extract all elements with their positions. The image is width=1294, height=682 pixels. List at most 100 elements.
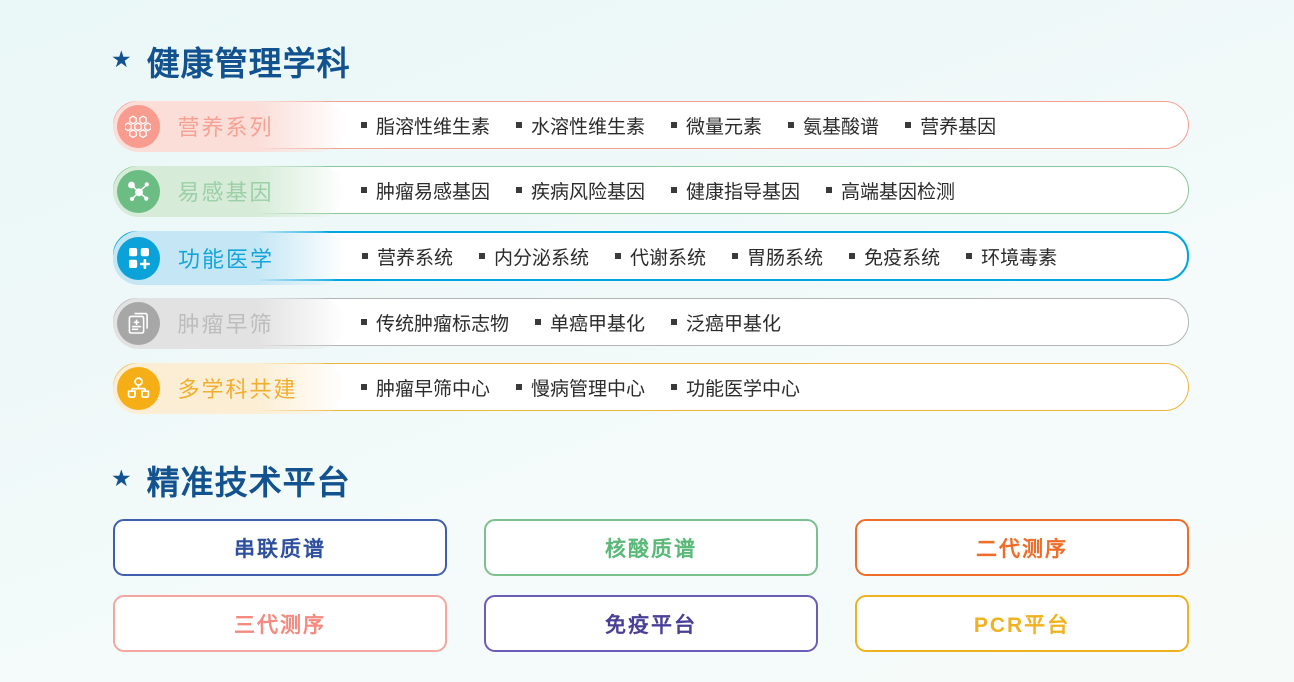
discipline-pill-label: 易感基因 — [177, 180, 274, 205]
platform-button[interactable]: 三代测序 — [113, 595, 447, 652]
square-bullet-icon — [361, 187, 367, 193]
square-bullet-icon — [535, 319, 542, 325]
square-bullet-icon — [361, 122, 367, 128]
discipline-row[interactable]: 易感基因 肿瘤易感基因 疾病风险基因 健康指导基因 高端基因检测 — [112, 165, 1189, 217]
discipline-row[interactable]: 营养系列 脂溶性维生素 水溶性维生素 微量元素 氨基酸谱 营养基因 — [112, 100, 1189, 152]
discipline-tag-label: 慢病管理中心 — [531, 378, 646, 400]
platform-button[interactable]: PCR平台 — [855, 595, 1189, 652]
discipline-pill[interactable]: 营养系列 — [112, 100, 345, 152]
discipline-tag[interactable]: 内分泌系统 — [479, 243, 589, 270]
org-chart-people-icon — [116, 366, 160, 410]
platform-button[interactable]: 免疫平台 — [484, 595, 818, 652]
discipline-tag[interactable]: 免疫系统 — [849, 243, 940, 270]
discipline-tag-label: 疾病风险基因 — [531, 181, 646, 203]
discipline-tag[interactable]: 慢病管理中心 — [516, 374, 645, 401]
platform-button[interactable]: 二代测序 — [855, 519, 1189, 576]
discipline-pill-label: 功能医学 — [178, 247, 275, 272]
square-bullet-icon — [516, 384, 523, 390]
discipline-tag[interactable]: 传统肿瘤标志物 — [361, 309, 509, 336]
discipline-tag-label: 高端基因检测 — [841, 181, 956, 203]
honeycomb-icon — [116, 104, 160, 148]
discipline-tag-label: 传统肿瘤标志物 — [376, 313, 510, 335]
square-bullet-icon — [615, 253, 622, 259]
discipline-tag[interactable]: 健康指导基因 — [671, 177, 800, 204]
discipline-tag-label: 免疫系统 — [864, 247, 941, 269]
discipline-tag-label: 肿瘤早筛中心 — [376, 378, 491, 400]
discipline-pill[interactable]: 肿瘤早筛 — [112, 297, 345, 349]
discipline-pill[interactable]: 多学科共建 — [112, 362, 345, 414]
discipline-tag[interactable]: 肿瘤早筛中心 — [361, 374, 490, 401]
discipline-tag-label: 泛癌甲基化 — [686, 313, 782, 335]
square-bullet-icon — [671, 319, 678, 325]
platform-button-label: 核酸质谱 — [605, 537, 697, 561]
discipline-tag-label: 单癌甲基化 — [550, 313, 646, 335]
discipline-tag-label: 代谢系统 — [630, 247, 707, 269]
discipline-tag[interactable]: 氨基酸谱 — [788, 112, 879, 139]
discipline-tag[interactable]: 功能医学中心 — [671, 374, 800, 401]
square-bullet-icon — [849, 253, 856, 259]
discipline-tag-list: 脂溶性维生素 水溶性维生素 微量元素 氨基酸谱 营养基因 — [361, 112, 996, 139]
discipline-row[interactable]: 多学科共建 肿瘤早筛中心 慢病管理中心 功能医学中心 — [112, 362, 1189, 414]
square-bullet-icon — [671, 187, 678, 193]
square-bullet-icon — [826, 187, 833, 193]
report-document-icon — [116, 301, 160, 345]
discipline-tag[interactable]: 水溶性维生素 — [516, 112, 645, 139]
platform-button-label: PCR平台 — [973, 613, 1071, 637]
discipline-tag-label: 水溶性维生素 — [531, 116, 646, 138]
square-bullet-icon — [479, 253, 486, 259]
discipline-tag[interactable]: 肿瘤易感基因 — [361, 177, 490, 204]
discipline-tag-label: 胃肠系统 — [747, 247, 824, 269]
square-bullet-icon — [966, 253, 973, 259]
discipline-tag-label: 脂溶性维生素 — [376, 116, 491, 138]
discipline-tag-label: 肿瘤易感基因 — [376, 181, 491, 203]
square-bullet-icon — [788, 122, 795, 128]
discipline-tag[interactable]: 泛癌甲基化 — [671, 309, 781, 336]
platform-button-grid: 串联质谱 核酸质谱 二代测序三代测序 免疫平台 PCR平台 — [113, 519, 1189, 652]
square-bullet-icon — [516, 187, 523, 193]
platform-button-label: 串联质谱 — [234, 537, 326, 561]
discipline-tag-label: 氨基酸谱 — [803, 116, 880, 138]
platform-button-label: 免疫平台 — [605, 613, 697, 637]
grid-plus-icon — [117, 236, 160, 280]
discipline-pill-label: 营养系列 — [177, 115, 274, 140]
platform-button[interactable]: 串联质谱 — [113, 519, 447, 576]
discipline-pill[interactable]: 易感基因 — [112, 165, 345, 217]
square-bullet-icon — [671, 384, 678, 390]
discipline-tag[interactable]: 营养基因 — [905, 112, 996, 139]
discipline-tag[interactable]: 疾病风险基因 — [516, 177, 645, 204]
discipline-tag-label: 功能医学中心 — [686, 378, 801, 400]
discipline-tag[interactable]: 胃肠系统 — [732, 243, 823, 270]
discipline-tag-label: 营养基因 — [920, 116, 997, 138]
discipline-tag[interactable]: 营养系统 — [362, 243, 453, 270]
discipline-tag[interactable]: 高端基因检测 — [826, 177, 955, 204]
discipline-pill-label: 多学科共建 — [177, 377, 298, 402]
discipline-tag[interactable]: 微量元素 — [671, 112, 762, 139]
square-bullet-icon — [905, 122, 912, 128]
square-bullet-icon — [362, 253, 368, 259]
page-title-discipline: ★ 健康管理学科 — [111, 37, 351, 85]
molecule-node-icon — [116, 169, 160, 213]
page-title-platform: ★ 精准技术平台 — [111, 456, 351, 504]
discipline-row-list: 营养系列 脂溶性维生素 水溶性维生素 微量元素 氨基酸谱 营养基因 易感基因 肿瘤易感基因 疾… — [112, 100, 1189, 428]
platform-button-label: 二代测序 — [976, 537, 1068, 561]
discipline-pill-label: 肿瘤早筛 — [177, 312, 274, 337]
discipline-tag-label: 健康指导基因 — [686, 181, 801, 203]
square-bullet-icon — [361, 319, 367, 325]
discipline-row[interactable]: 肿瘤早筛 传统肿瘤标志物 单癌甲基化 泛癌甲基化 — [112, 297, 1189, 349]
discipline-pill[interactable]: 功能医学 — [113, 231, 345, 285]
discipline-tag-list: 营养系统 内分泌系统 代谢系统 胃肠系统 免疫系统 环境毒素 — [362, 243, 1057, 270]
discipline-tag[interactable]: 代谢系统 — [615, 243, 706, 270]
discipline-row[interactable]: 功能医学 营养系统 内分泌系统 代谢系统 胃肠系统 免疫系统 环境毒素 — [113, 231, 1189, 285]
platform-button[interactable]: 核酸质谱 — [484, 519, 818, 576]
star-icon: ★ — [111, 464, 133, 491]
discipline-tag-label: 环境毒素 — [981, 247, 1058, 269]
discipline-tag[interactable]: 环境毒素 — [966, 243, 1057, 270]
section-heading-text: 健康管理学科 — [146, 45, 351, 82]
discipline-tag[interactable]: 脂溶性维生素 — [361, 112, 490, 139]
discipline-tag-label: 营养系统 — [377, 247, 454, 269]
discipline-tag-list: 肿瘤早筛中心 慢病管理中心 功能医学中心 — [361, 374, 800, 401]
discipline-tag[interactable]: 单癌甲基化 — [535, 309, 645, 336]
discipline-tag-list: 传统肿瘤标志物 单癌甲基化 泛癌甲基化 — [361, 309, 781, 336]
square-bullet-icon — [671, 122, 678, 128]
